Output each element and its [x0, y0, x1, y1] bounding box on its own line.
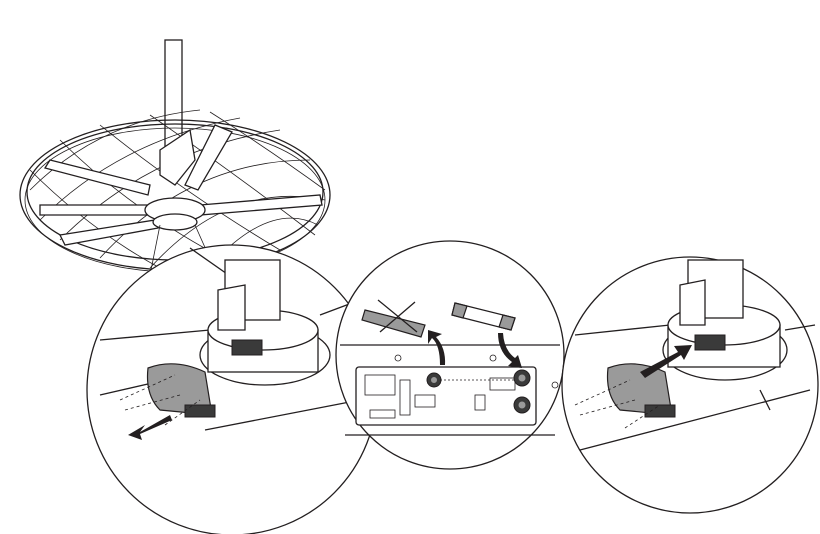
- ceiling-fan-icon: [19, 39, 331, 276]
- step-reinstall-cover-detail: [561, 256, 819, 514]
- fuse-new-icon: [451, 302, 516, 331]
- arrow-remove-icon: [128, 415, 172, 440]
- fuse-old-crossed-icon: [361, 299, 426, 338]
- arrow-insert-fuse-icon: [498, 333, 522, 368]
- arrow-remove-fuse-icon: [428, 330, 446, 365]
- step-replace-fuse-detail: [335, 240, 565, 470]
- arrow-insert-icon: [640, 345, 692, 378]
- step-remove-cover-detail: [86, 244, 378, 534]
